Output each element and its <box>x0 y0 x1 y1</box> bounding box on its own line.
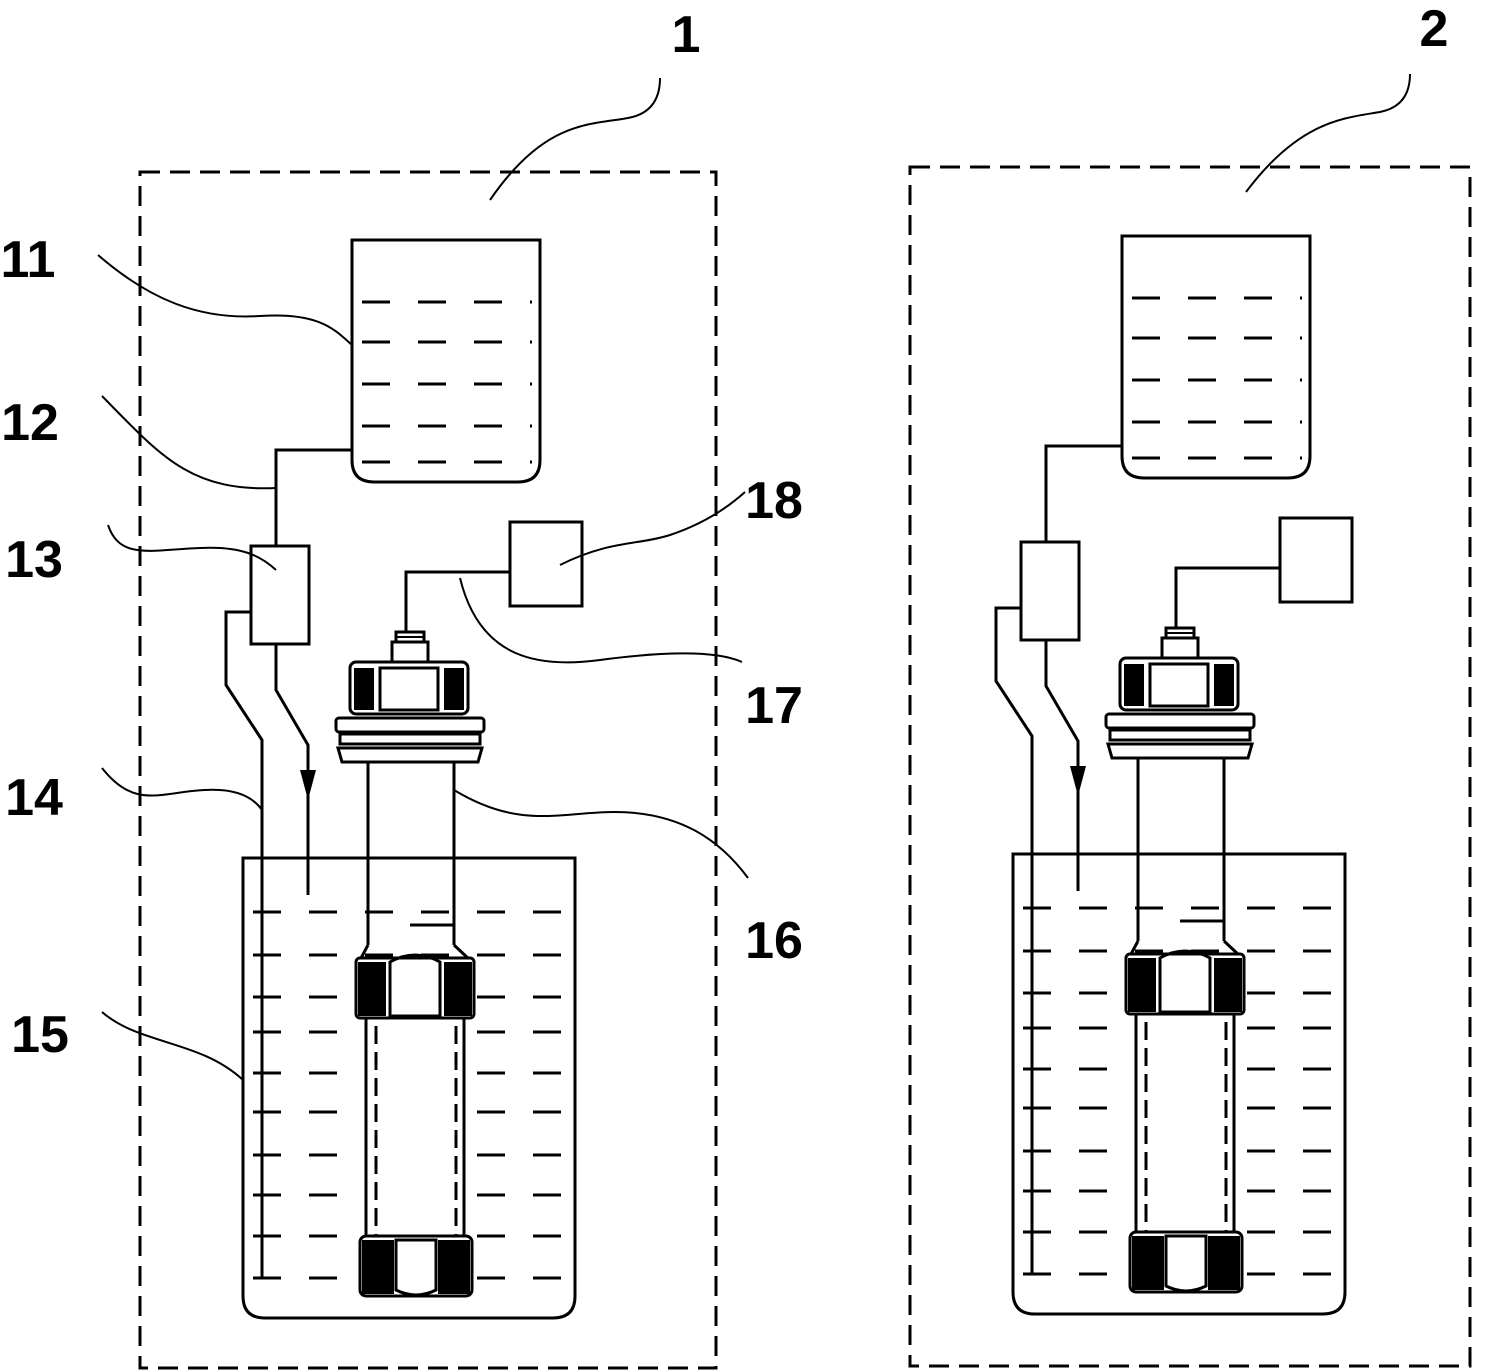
unit-1-apparatus <box>224 238 584 1320</box>
label-18: 18 <box>745 472 803 530</box>
label-15: 15 <box>11 1006 69 1064</box>
label-14: 14 <box>5 769 63 827</box>
label-1: 1 <box>672 6 701 64</box>
label-11: 11 <box>1 231 56 289</box>
label-16: 16 <box>745 912 803 970</box>
unit-1 <box>138 170 718 1370</box>
unit-1-boundary <box>138 170 718 1370</box>
leader-lines <box>97 73 1411 1081</box>
unit-2-apparatus <box>994 234 1354 1316</box>
unit-2-boundary <box>908 165 1472 1368</box>
label-17: 17 <box>745 677 803 735</box>
label-2: 2 <box>1420 0 1449 58</box>
label-13: 13 <box>5 531 63 589</box>
label-12: 12 <box>1 394 59 452</box>
unit-2 <box>908 165 1472 1368</box>
